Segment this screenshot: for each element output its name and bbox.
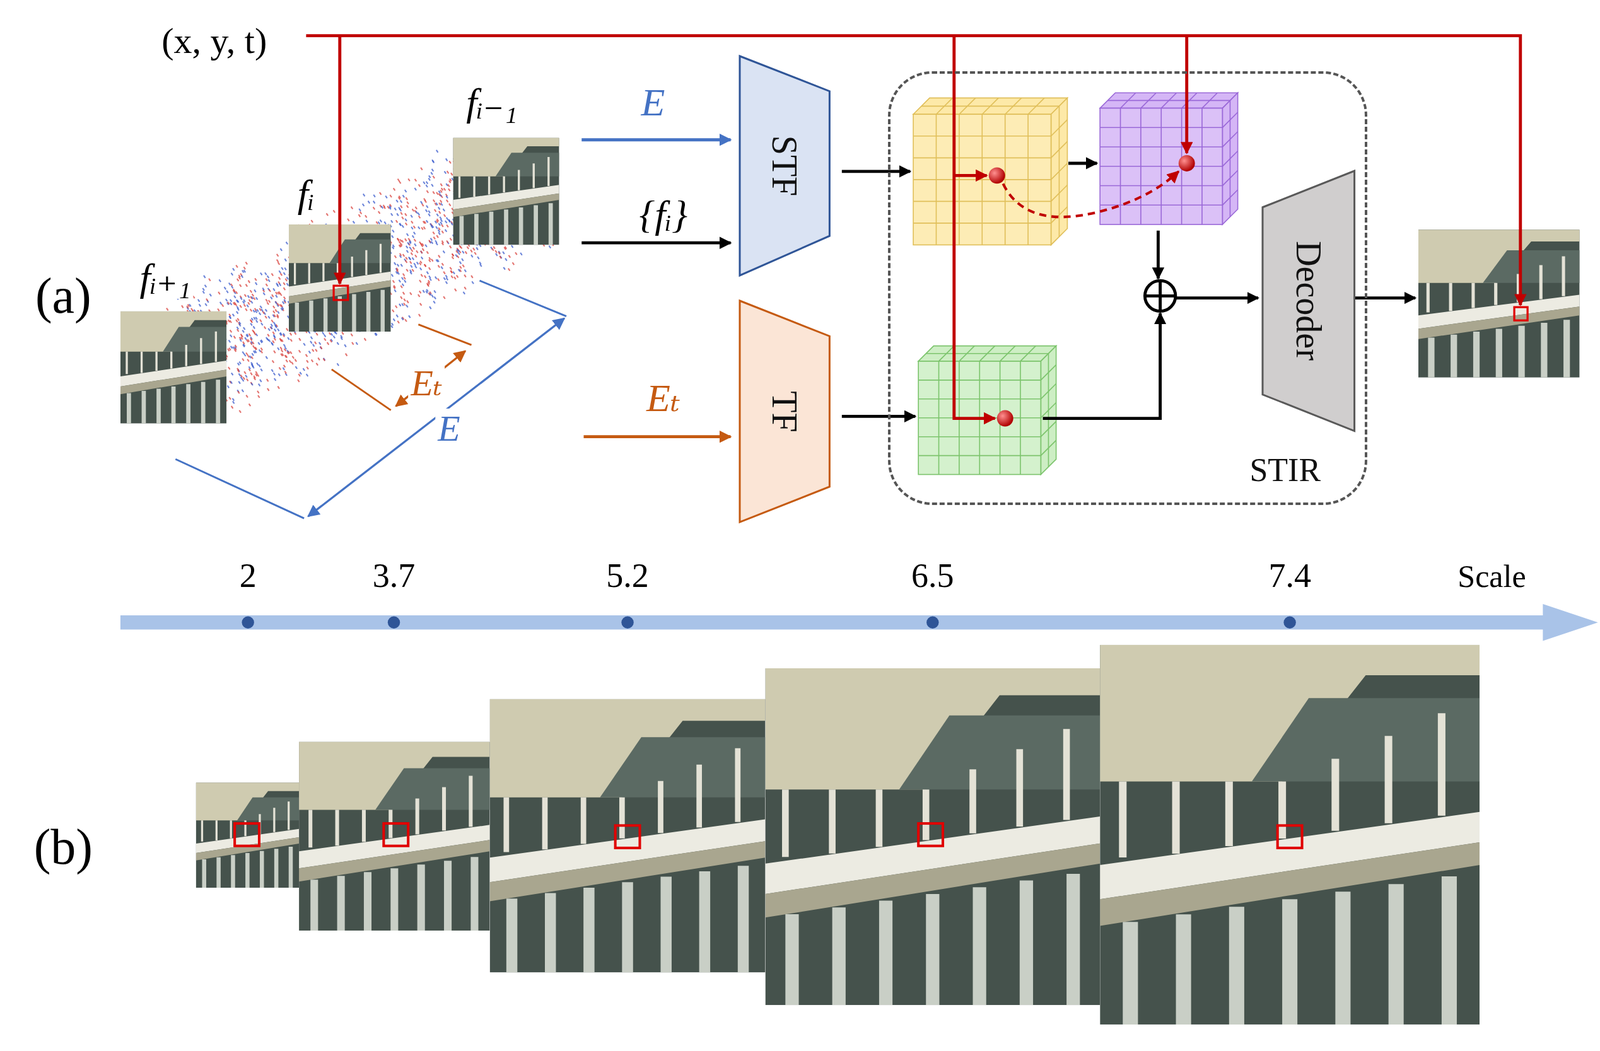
input-label: Eₜ [646,376,680,420]
scale-value: 5.2 [606,557,649,595]
module-label: Decoder [1288,240,1329,361]
module-label: TF [764,391,805,433]
frame-label: fᵢ₊₁ [136,256,193,299]
group-label: STIR [1249,451,1321,489]
input-label: {fᵢ} [638,192,688,236]
frame-label: fᵢ₋₁ [463,80,520,124]
bracket-label: Eₜ [408,363,445,404]
tf-module: TF [739,300,830,523]
scale-value: 3.7 [372,557,416,595]
query-coordinate: (x, y, t) [161,20,267,62]
decoder-module: Decoder [1262,170,1355,432]
bracket-label: E [435,408,463,450]
module-label: STF [764,135,805,197]
scale-value: 7.4 [1268,557,1312,595]
stir-group: STIR Decoder [887,71,1368,506]
axis-title: Scale [1457,559,1526,595]
input-label: E [641,80,666,124]
panel-label: (b) [34,819,93,875]
panel-label: (a) [35,268,92,324]
scale-value: 2 [239,557,257,595]
frame-label: fᵢ [295,172,318,216]
scale-value: 6.5 [911,557,955,595]
stf-module: STF [739,56,830,276]
